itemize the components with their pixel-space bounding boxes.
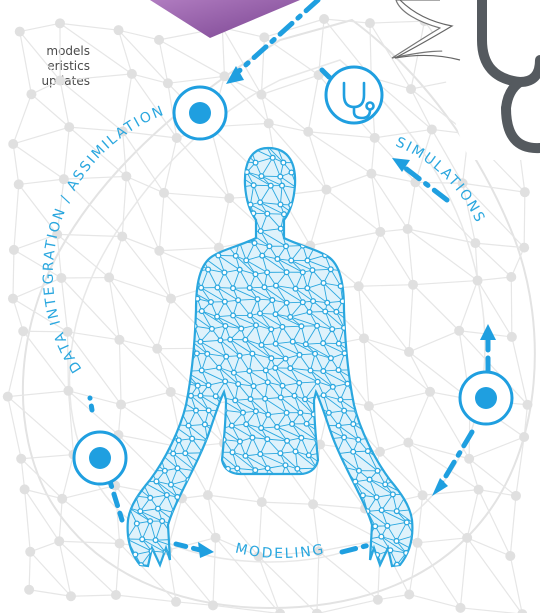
node-left — [72, 430, 128, 486]
node-dot-icon — [189, 102, 211, 124]
human-body-figure — [126, 146, 414, 568]
caption-line: eristics — [47, 59, 90, 73]
node-dot-icon — [89, 447, 111, 469]
node-dot-icon — [475, 387, 497, 409]
label-modeling: MODELING — [234, 541, 327, 562]
node-data-integration — [172, 85, 228, 141]
caption-line: updates — [41, 74, 90, 88]
purple-corner-shape — [150, 0, 300, 38]
node-simulation — [324, 65, 384, 125]
caption-text: models eristics updates — [0, 44, 90, 89]
caption-line: models — [46, 44, 90, 58]
label-modeling-text: MODELING — [234, 541, 325, 562]
stethoscope-icon — [342, 81, 375, 120]
node-right — [458, 370, 514, 426]
stethoscope-callout — [391, 0, 540, 160]
stethoscope-icon — [477, 0, 540, 154]
